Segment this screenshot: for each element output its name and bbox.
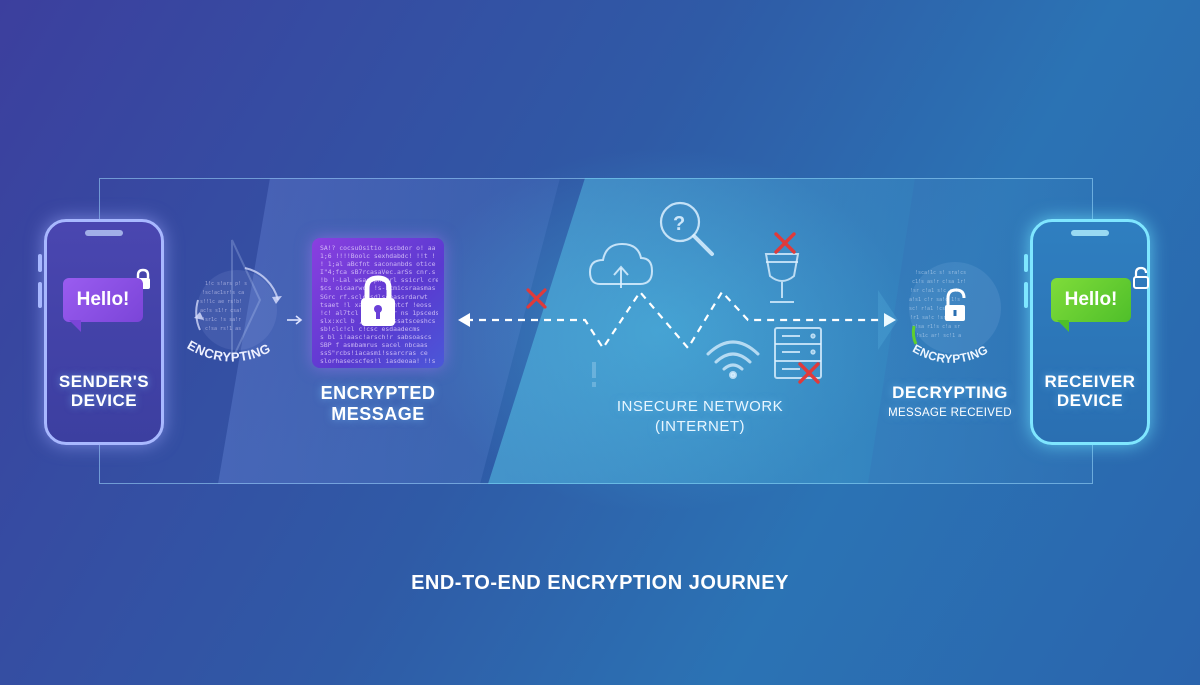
network-panel [488, 178, 915, 484]
encrypted-message-box: SA!? cocsuOsitio sscbdor o! aa 1;6 !!!!B… [312, 238, 444, 368]
arrowhead-right [884, 313, 896, 327]
message-text: Hello! [1064, 289, 1118, 310]
arrow-to-encrypted [287, 315, 303, 325]
unlock-icon [1133, 266, 1149, 289]
panel-chevron-left [231, 239, 262, 361]
receiver-device: Hello! [1030, 219, 1150, 445]
svg-text:!s1c ar! sc!1 a: !s1c ar! sc!1 a [916, 333, 961, 339]
phone-side-button [1024, 254, 1028, 272]
svg-text:!r1 sa!c !sr1 a!c: !r1 sa!c !sr1 a!c [910, 315, 961, 321]
encrypted-message-label: ENCRYPTED MESSAGE [320, 383, 436, 424]
phone-side-button [38, 254, 42, 272]
svg-text:?: ? [673, 213, 685, 235]
message-bubble: Hello! [1051, 278, 1131, 322]
svg-text:!sr1c !s sa!r: !sr1c !s sa!r [202, 317, 241, 323]
encrypting-swirl: 1!c s!ars p! s !sc!ac1sr!s ca s!!lc ae r… [194, 267, 282, 350]
svg-text:c!sa r1!s c!a sr: c!sa r1!s c!a sr [912, 324, 960, 330]
receiver-label: RECEIVER DEVICE [1044, 372, 1136, 410]
svg-text:1!c s!ars p! s: 1!c s!ars p! s [205, 281, 247, 287]
svg-text:!sc!ac1sr!s ca: !sc!ac1sr!s ca [202, 290, 244, 296]
server-cross-icon [798, 362, 820, 384]
arrowhead-left [458, 313, 470, 327]
svg-text:a!s1 c!r sa!c 1!s: a!s1 c!r sa!c 1!s [909, 297, 960, 303]
message-bubble: Hello! [63, 278, 143, 322]
message-text: Hello! [76, 289, 130, 310]
wifi-icon [706, 340, 760, 379]
message-bubble-tail [69, 320, 81, 332]
network-label: INSECURE NETWORK (INTERNET) [616, 398, 784, 435]
goblet-icon [764, 253, 800, 303]
svg-text:sc! r!a1 !cs a!rs: sc! r!a1 !cs a!rs [909, 306, 960, 312]
unlock-icon [945, 288, 966, 321]
sender-label: SENDER'S DEVICE [58, 372, 150, 410]
svg-text:s!!lc ae rs!b!: s!!lc ae rs!b! [200, 299, 242, 305]
phone-speaker [85, 230, 123, 236]
svg-text:!sr c!a1 s!c rs!a: !sr c!a1 s!c rs!a [910, 288, 961, 294]
warning-mark-icon [592, 362, 596, 387]
transmission-path [466, 290, 890, 351]
phone-side-button [38, 282, 42, 308]
intercept-cross-icon [526, 288, 547, 309]
search-help-icon: ? [659, 201, 714, 256]
decrypting-label: DECRYPTING MESSAGE RECEIVED [888, 383, 1012, 419]
diagram-title: END-TO-END ENCRYPTION JOURNEY [411, 572, 789, 594]
panel-chevron-right [878, 290, 898, 350]
lock-icon [361, 275, 395, 326]
message-bubble-tail [1057, 320, 1069, 332]
goblet-cross-icon [774, 232, 796, 254]
sender-device: Hello! [44, 219, 164, 445]
cloud-upload-icon [588, 242, 654, 288]
phone-speaker [1071, 230, 1109, 236]
phone-side-button [1024, 282, 1028, 308]
svg-text:c!sa rs!1 as: c!sa rs!1 as [205, 326, 241, 332]
decrypt-green-accent [911, 325, 918, 345]
svg-text:c1!s as!r c!sa 1r!: c1!s as!r c!sa 1r! [912, 279, 966, 285]
svg-text:ac!s s1!r csa!: ac!s s1!r csa! [200, 308, 242, 314]
svg-text:!sca!1c s! sra!cs: !sca!1c s! sra!cs [915, 270, 966, 276]
server-icon [774, 327, 822, 379]
